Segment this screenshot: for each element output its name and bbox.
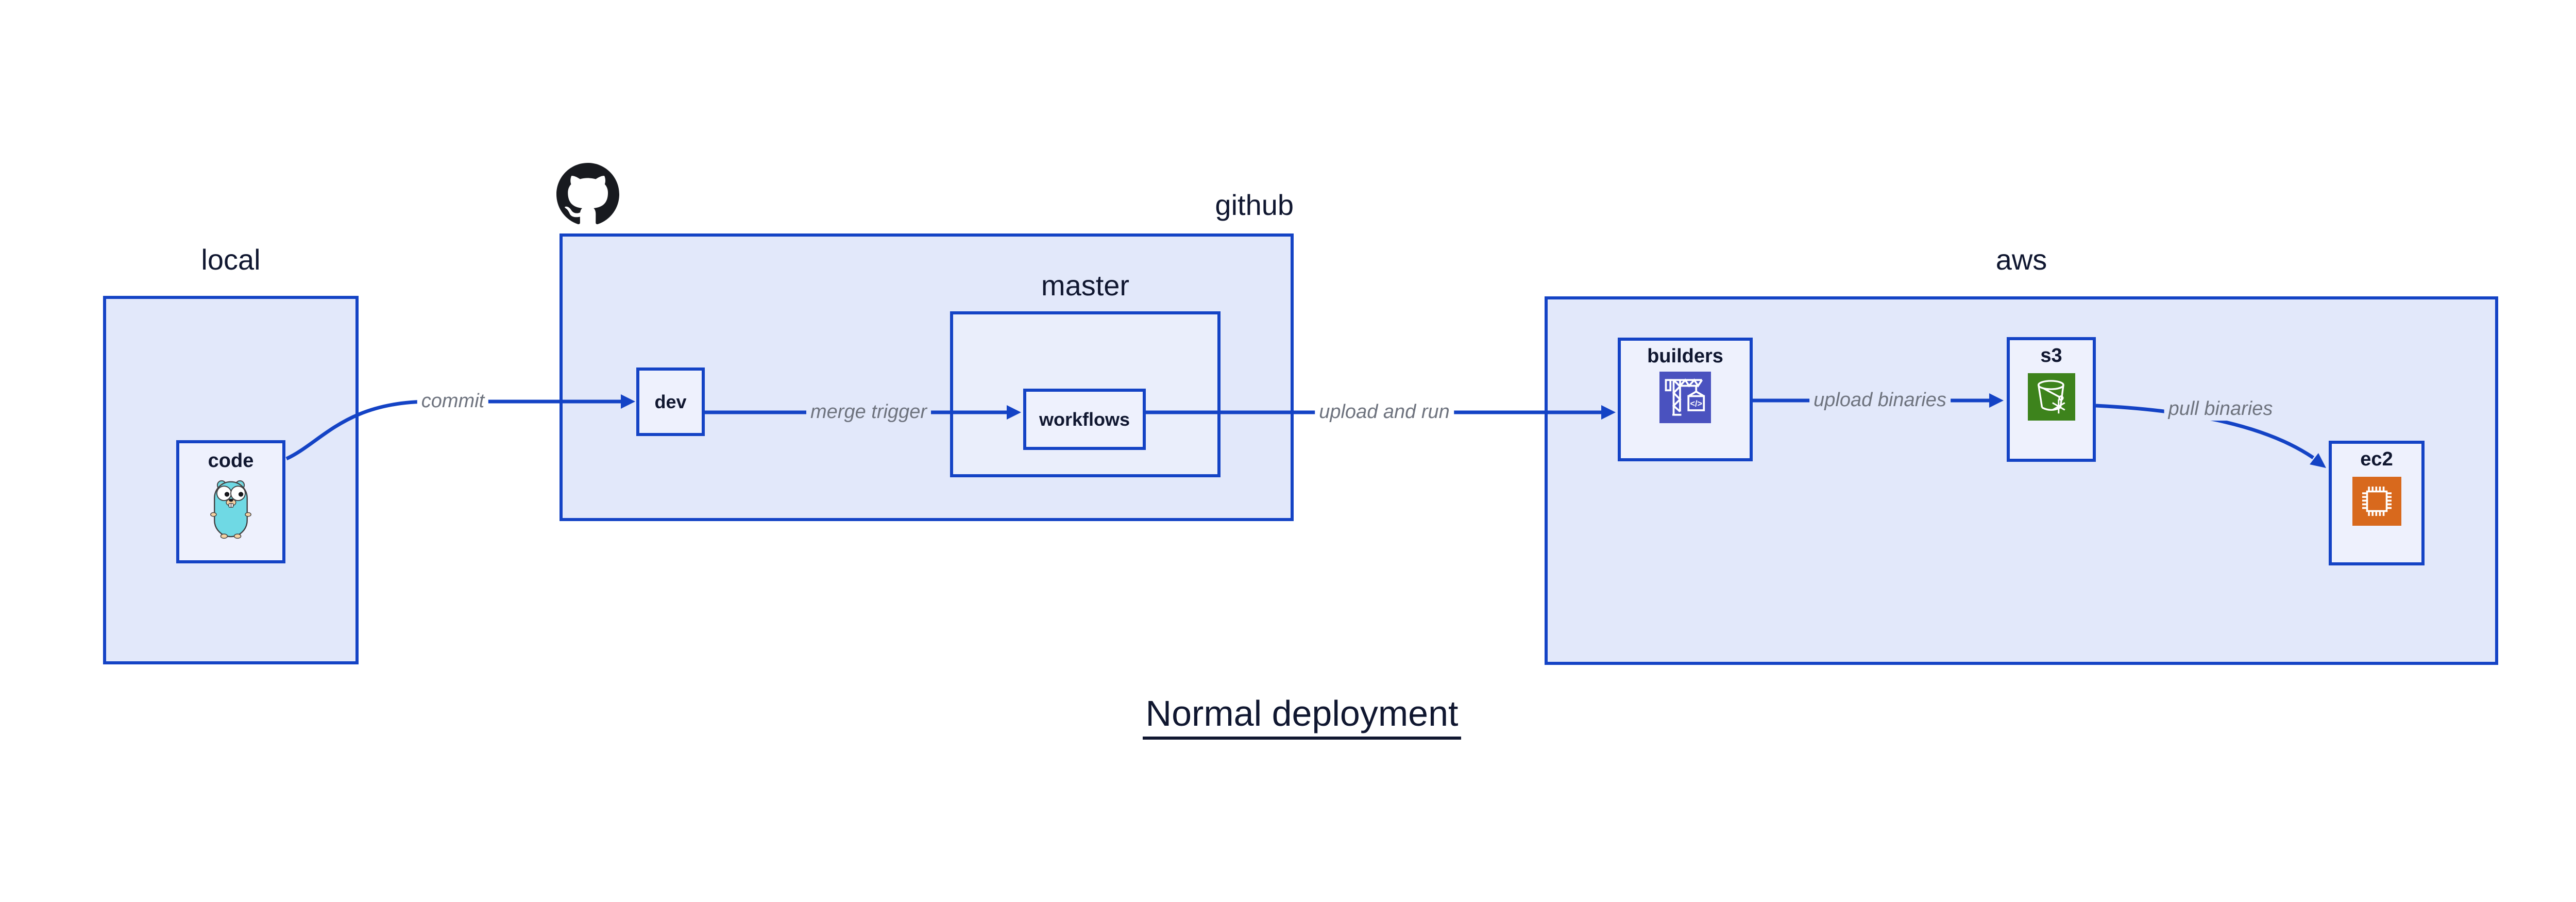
edge-label-upload-and-run: upload and run [1315, 401, 1454, 424]
node-s3-label: s3 [2040, 345, 2062, 366]
node-ec2-label: ec2 [2360, 448, 2393, 470]
node-builders-label: builders [1647, 345, 1723, 367]
node-dev-label: dev [654, 391, 687, 412]
local-group-label: local [201, 243, 261, 276]
node-code-label: code [208, 450, 254, 472]
node-builders: builders </> [1618, 338, 1753, 461]
node-code: code [176, 440, 285, 563]
ec2-chip-icon [2352, 476, 2401, 526]
edge-label-merge-trigger: merge trigger [806, 401, 931, 424]
node-s3: s3 [2007, 337, 2096, 462]
github-octocat-icon [556, 163, 619, 224]
s3-bucket-snowflake-icon [2027, 373, 2075, 421]
edge-label-upload-binaries: upload binaries [1809, 389, 1951, 412]
github-group-label: github [1215, 189, 1294, 221]
aws-codebuild-crane-icon: </> [1659, 371, 1711, 423]
master-group-label: master [1041, 269, 1130, 302]
node-workflows-label: workflows [1039, 408, 1130, 430]
diagram-title-text: Normal deployment [1142, 693, 1462, 740]
aws-group-label: aws [1995, 243, 2047, 276]
edge-label-commit: commit [417, 390, 489, 413]
node-workflows: workflows [1023, 389, 1146, 450]
diagram-title: Normal deployment [0, 693, 2576, 740]
node-ec2: ec2 [2329, 441, 2425, 565]
go-gopher-icon [210, 480, 251, 539]
node-dev: dev [636, 368, 705, 436]
edge-label-pull-binaries: pull binaries [2164, 398, 2277, 421]
codebuild-code-glyph: </> [1690, 399, 1703, 408]
